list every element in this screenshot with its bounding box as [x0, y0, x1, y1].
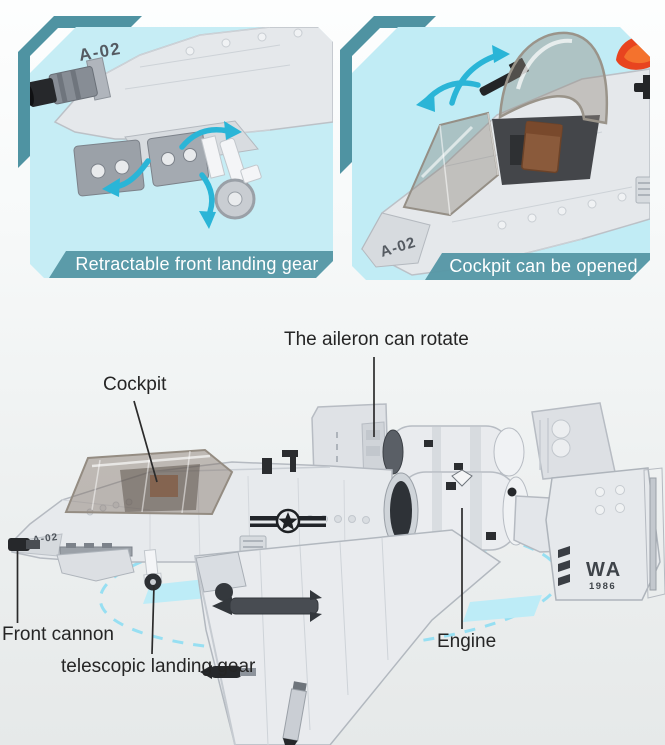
label-engine: Engine [437, 631, 497, 652]
rotate-arrowheads [102, 121, 242, 229]
brand-diamond-decal [451, 469, 473, 487]
main-product-view: A-02 [0, 300, 665, 745]
callout-lines [16, 357, 463, 655]
rotate-arrow-icon [426, 55, 498, 103]
retracted-gear-parts [74, 131, 225, 196]
panel-marking: A-02 [77, 39, 123, 65]
missile [212, 590, 322, 622]
front-cannon-closeup [30, 58, 110, 114]
feature-caption-cockpit: Cockpit can be opened [425, 253, 650, 280]
star-insignia [250, 508, 326, 534]
feature-panel-landing-gear: A-02 [30, 27, 333, 278]
tail-fin [545, 467, 661, 601]
front-wheel [216, 138, 262, 218]
upper-engine-nacelle [382, 425, 525, 479]
tail-section: WA 1986 [513, 467, 665, 601]
missile-small [200, 665, 256, 679]
pilot-seat [522, 121, 563, 173]
cockpit-closeup-photo: A-02 [352, 27, 650, 280]
feature-caption-landing-gear: Retractable front landing gear [49, 251, 333, 278]
landing-gear-closeup-photo: A-02 [30, 27, 333, 278]
label-front-cannon: Front cannon [2, 624, 114, 645]
callout-line-cockpit [133, 400, 158, 483]
aircraft-model-photo: A-02 [8, 357, 665, 745]
main-wing [194, 529, 502, 745]
tail-number: 1986 [589, 581, 616, 592]
front-cannon [8, 538, 40, 551]
label-cockpit: Cockpit [103, 374, 167, 395]
missile-silver [282, 681, 307, 745]
canopy-open [500, 33, 607, 123]
label-aileron: The aileron can rotate [284, 329, 469, 350]
windscreen-open [404, 113, 498, 215]
label-landing-gear: telescopic landing gear [61, 656, 256, 677]
hazard-stripes [558, 546, 570, 586]
callout-line-landing-gear [151, 584, 155, 655]
rotate-arrowheads [416, 45, 510, 112]
tail-code: WA [586, 559, 622, 581]
rudder-rod [649, 477, 657, 591]
antenna [262, 458, 272, 474]
front-landing-gear [56, 543, 163, 591]
far-tail-fin [531, 402, 616, 480]
cockpit-canopy [64, 448, 234, 516]
wing-gear-pod [195, 551, 247, 593]
lower-engine-nacelle [383, 469, 530, 551]
feature-panel-cockpit: A-02 Cockpit can be opened [352, 27, 650, 280]
nose-cone [362, 213, 430, 267]
